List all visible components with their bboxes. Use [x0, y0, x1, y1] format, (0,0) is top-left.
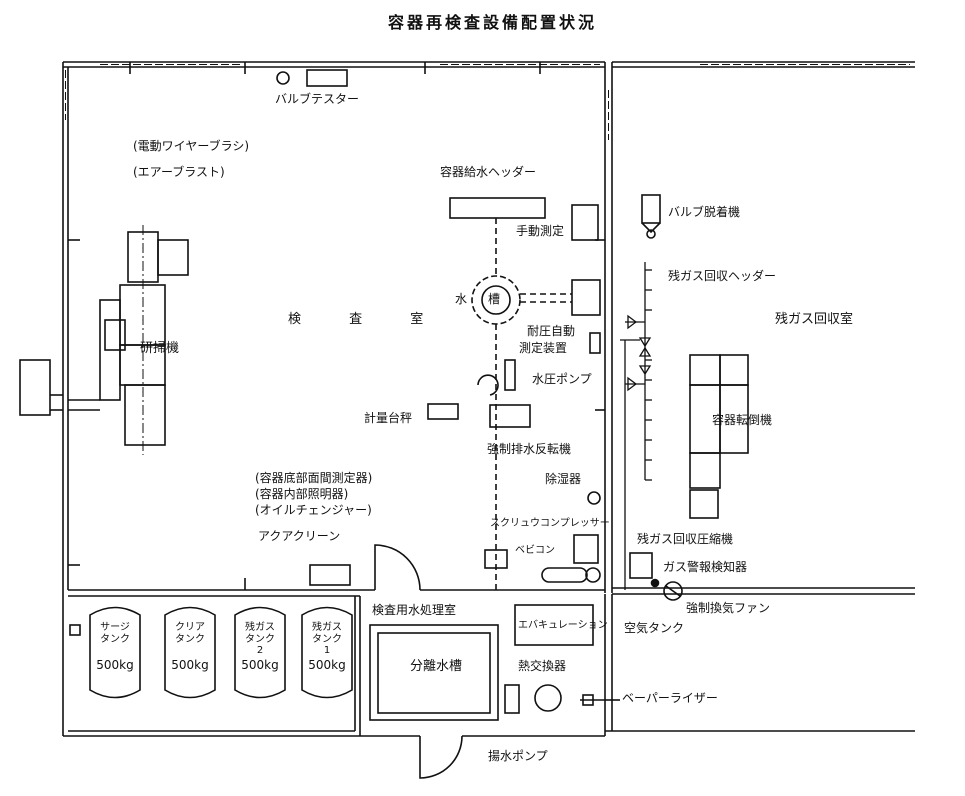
valve-remover-machine — [641, 194, 661, 239]
label-valve-tester: バルブテスター — [275, 92, 360, 106]
label-bottom-gauge: (容器底部面間測定器) — [255, 471, 373, 485]
label-water-treatment: 検査用水処理室 — [372, 603, 457, 617]
label-residual-room: 残ガス回収室 — [775, 312, 854, 327]
tank-4-line3: 1 — [323, 645, 331, 656]
tank-3-line1: 残ガス — [245, 622, 275, 633]
label-drain-flipper: 強制排水反転機 — [487, 442, 572, 456]
tank-1-line3 — [90, 645, 140, 657]
tank-2-label: クリア タンク 500kg — [165, 622, 215, 673]
label-auto-tester-1: 耐圧自動 — [527, 324, 576, 338]
label-separation-tank: 分離水槽 — [410, 659, 463, 674]
label-tank: 槽 — [488, 292, 501, 306]
tank-1-line2: タンク — [100, 633, 130, 645]
top-wall-windows — [65, 64, 910, 140]
tank-3-capacity: 500kg — [241, 658, 279, 672]
water-tank — [471, 218, 572, 590]
tank-3-line3: 2 — [256, 645, 264, 656]
label-pressure-pump: 水圧ポンプ — [532, 372, 592, 386]
residual-gas-header — [620, 262, 652, 590]
label-tilter: 容器転倒機 — [712, 413, 773, 427]
aqua-clean-box — [309, 564, 351, 586]
tank-2-line3 — [165, 645, 215, 657]
label-manual-test: 手動測定 — [516, 224, 565, 238]
page-title: 容器再検査設備配置状況 — [388, 13, 598, 32]
tank-1-line1: サージ — [100, 622, 130, 633]
screw-compressor-box — [573, 534, 599, 564]
label-oil-changer: (オイルチェンジャー) — [255, 503, 372, 517]
tanks-group — [89, 606, 353, 699]
bebicon-unit — [541, 567, 601, 583]
tank-2-line2: タンク — [175, 633, 205, 645]
label-scale: 計量台秤 — [364, 411, 413, 425]
tank-1-capacity: 500kg — [96, 658, 134, 672]
manual-tester-box — [571, 204, 599, 241]
tank-4-line2: タンク — [312, 633, 342, 645]
label-wire-brush: (電動ワイヤーブラシ) — [133, 139, 250, 153]
tank-3-label: 残ガス タンク 2 500kg — [235, 622, 285, 673]
tank-4-capacity: 500kg — [308, 658, 346, 672]
label-air-tank: 空気タンク — [624, 621, 685, 635]
tank-3-line2: タンク — [245, 633, 275, 645]
label-screw-compressor: スクリュウコンプレッサー — [490, 518, 610, 529]
label-interior-light: (容器内部照明器) — [255, 487, 349, 501]
label-gas-detector: ガス警報検知器 — [663, 560, 748, 574]
tank-1-label: サージ タンク 500kg — [90, 622, 140, 673]
water-treatment-contents — [369, 604, 620, 721]
tank-2-line1: クリア — [175, 622, 205, 633]
tilter-machine — [689, 354, 749, 519]
label-water-header: 容器給水ヘッダー — [440, 165, 537, 179]
label-auto-tester-2: 測定装置 — [519, 341, 568, 355]
auto-tester-box — [571, 279, 601, 316]
label-valve-remover: バルブ脱着機 — [668, 205, 741, 219]
label-bebicon: ベビコン — [515, 545, 555, 556]
label-inspection-room: 検 査 室 — [288, 312, 446, 327]
polisher-machine — [68, 225, 189, 455]
water-header-bar — [449, 197, 546, 219]
tank-4-label: 残ガス タンク 1 500kg — [302, 622, 352, 673]
drain-flipper-machine — [477, 359, 531, 428]
label-residual-header: 残ガス回収ヘッダー — [668, 269, 777, 283]
label-aqua-clean: アクアクリーン — [258, 529, 341, 543]
gas-detector-and-fan — [650, 578, 683, 601]
outer-walls — [19, 61, 915, 779]
residual-compressor-box — [629, 552, 653, 579]
scale-box — [427, 403, 459, 420]
label-vaporizer: ベーパーライザー — [622, 691, 718, 705]
label-dehumidifier: 除湿器 — [545, 472, 582, 486]
pipe-end-box — [484, 549, 508, 569]
valve-tester-equipment — [276, 69, 348, 87]
label-water: 水 — [455, 292, 468, 306]
tank-2-capacity: 500kg — [171, 658, 209, 672]
label-circulation: エバキュレーション — [518, 620, 608, 631]
tank-4-line1: 残ガス — [312, 622, 342, 633]
label-polisher: 研掃機 — [140, 341, 180, 356]
dehumidifier-circle — [587, 491, 601, 505]
label-heat-exchanger: 熱交換器 — [518, 659, 567, 673]
label-lift-pump: 揚水ポンプ — [488, 749, 548, 763]
label-residual-compressor: 残ガス回収圧縮機 — [637, 532, 734, 546]
pressure-pump-box — [589, 332, 601, 354]
label-exhaust-fan: 強制換気ファン — [686, 601, 771, 615]
label-air-blast: (エアーブラスト) — [133, 165, 225, 179]
